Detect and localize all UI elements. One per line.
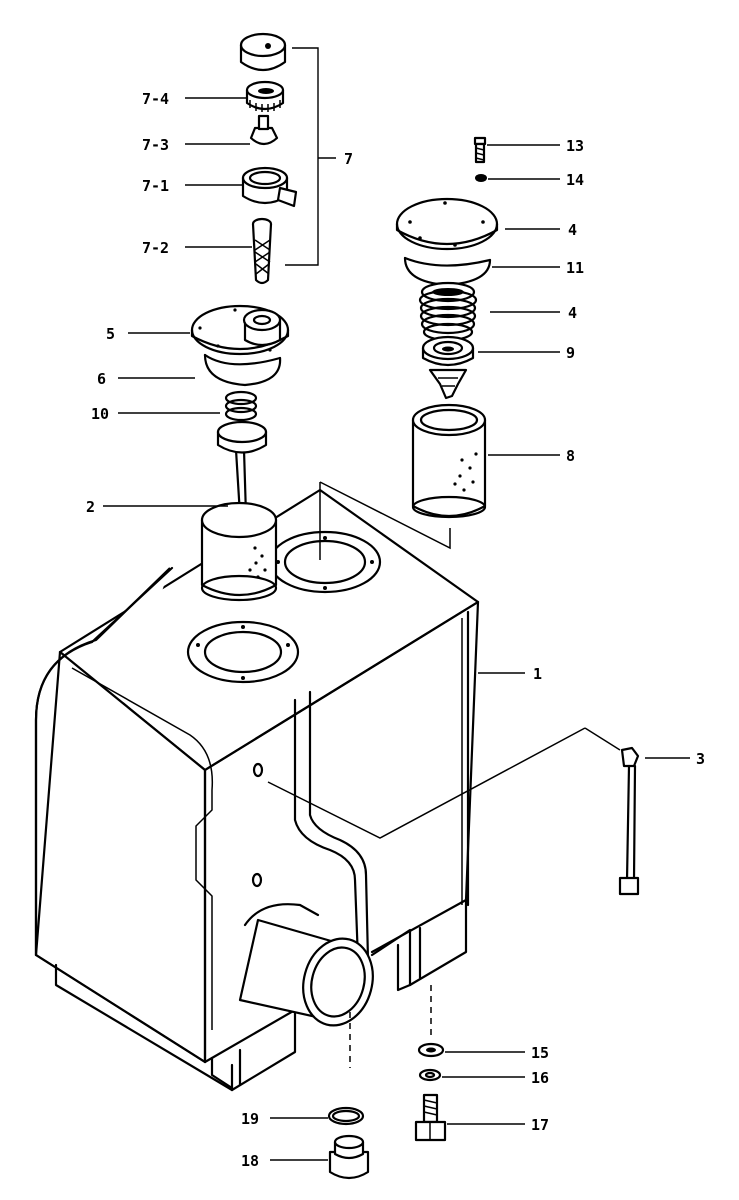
callout-labels: 7-4 7-3 7-1 7-2 7 5 6 10 2 13 14 4 11 4 … [86, 90, 705, 1170]
part-18-plug [328, 1134, 370, 1180]
part-6-gasket [203, 353, 282, 387]
label-2: 2 [86, 498, 95, 516]
part-14-washer [475, 174, 487, 182]
part-10-spring [216, 390, 268, 454]
part-15-washer [417, 1042, 445, 1058]
label-8: 8 [566, 447, 575, 465]
label-17: 17 [531, 1116, 549, 1134]
tank-body [34, 481, 586, 1092]
part-2-filter [200, 448, 278, 602]
label-16: 16 [531, 1069, 549, 1087]
part-11-gasket [403, 256, 492, 287]
part-5-flange-cover [190, 304, 290, 356]
part-9-valve [421, 335, 475, 400]
part-7-breather-assembly [239, 32, 336, 285]
label-7-3: 7-3 [142, 136, 169, 154]
part-13-bolt [473, 136, 487, 164]
label-10: 10 [91, 405, 109, 423]
label-18: 18 [241, 1152, 259, 1170]
label-1: 1 [533, 665, 542, 683]
part-4-bellows [418, 281, 478, 342]
label-6: 6 [97, 370, 106, 388]
label-7: 7 [344, 150, 353, 168]
label-7-4: 7-4 [142, 90, 169, 108]
label-13: 13 [566, 137, 584, 155]
label-14: 14 [566, 171, 584, 189]
part-16-washer [418, 1068, 442, 1082]
label-4-bellows: 4 [568, 304, 577, 322]
label-19: 19 [241, 1110, 259, 1128]
label-9: 9 [566, 344, 575, 362]
part-3-level-gauge [584, 727, 640, 896]
label-7-2: 7-2 [142, 239, 169, 257]
label-4-top: 4 [568, 221, 577, 239]
part-17-drain-valve [414, 1093, 447, 1142]
part-8-suction-strainer [411, 403, 487, 519]
label-3: 3 [696, 750, 705, 768]
part-4-cover-plate [395, 197, 499, 251]
label-7-1: 7-1 [142, 177, 169, 195]
label-5: 5 [106, 325, 115, 343]
part-19-o-ring [327, 1106, 365, 1126]
label-15: 15 [531, 1044, 549, 1062]
leader-lines [103, 97, 690, 1161]
label-11: 11 [566, 259, 584, 277]
